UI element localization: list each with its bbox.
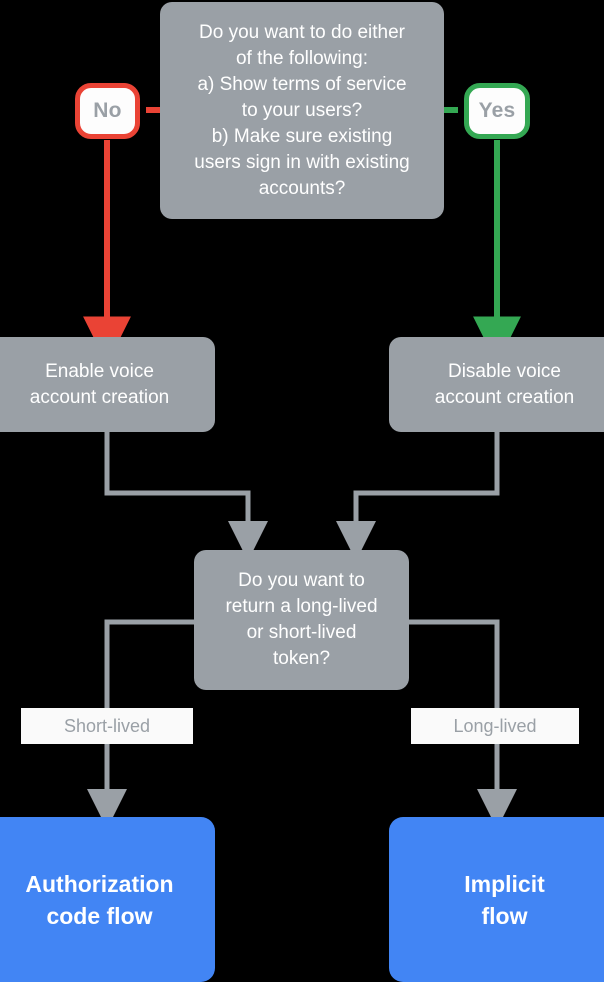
edge-label-long-lived: Long-lived	[411, 708, 579, 744]
terminal-box-authorization-code-flow: Authorization code flow	[0, 817, 215, 982]
badge-yes[interactable]: Yes	[464, 83, 530, 139]
edge-label-short-lived: Short-lived	[21, 708, 193, 744]
connector-disable-to-token	[336, 432, 500, 561]
edge-label-short-lived-text: Short-lived	[63, 715, 151, 736]
edge-label-long-lived-text: Long-lived	[453, 715, 537, 736]
connector-enable-to-token	[104, 432, 268, 561]
terminal-box-authorization-code-flow-text: Authorization code flow	[25, 870, 174, 929]
decision-box-token-lifetime: Do you want to return a long-lived or sh…	[194, 550, 409, 690]
process-box-disable-voice-text: Disable voice account creation	[434, 360, 575, 408]
badge-no-label: No	[93, 99, 122, 122]
connector-token-to-auth-code	[87, 619, 195, 829]
terminal-box-implicit-flow: Implicit flow	[389, 817, 604, 982]
terminal-box-implicit-flow-text: Implicit flow	[464, 870, 545, 929]
process-box-disable-voice-account-creation: Disable voice account creation	[389, 337, 604, 432]
badge-yes-label: Yes	[478, 99, 516, 122]
decision-box-terms-text: Do you want to do either of the followin…	[194, 21, 410, 199]
process-box-enable-voice-text: Enable voice account creation	[29, 360, 170, 408]
connector-token-to-implicit	[409, 619, 517, 829]
process-box-enable-voice-account-creation: Enable voice account creation	[0, 337, 215, 432]
decision-box-terms-and-existing-users: Do you want to do either of the followin…	[160, 2, 444, 219]
badge-no[interactable]: No	[75, 83, 140, 139]
decision-box-token-text: Do you want to return a long-lived or sh…	[225, 570, 378, 669]
